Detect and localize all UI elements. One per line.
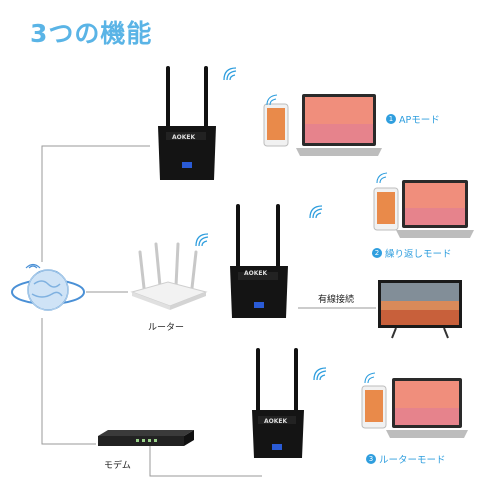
mode-label: 繰り返しモード: [385, 249, 452, 260]
mode-label: APモード: [399, 115, 440, 126]
modem-label: モデム: [104, 461, 131, 471]
wired-label: 有線接続: [318, 295, 355, 305]
wifi-signal-icon: [376, 172, 388, 184]
repeater-icon: [252, 348, 304, 458]
phone-icon: [373, 187, 399, 231]
laptop-icon: [396, 180, 474, 238]
repeater-icon: [230, 204, 288, 318]
modem-icon: [98, 430, 194, 446]
repeater-icon: [158, 66, 216, 180]
router-label: ルーター: [148, 323, 185, 333]
mode-number: 2: [372, 248, 382, 258]
laptop-icon: [386, 378, 468, 438]
page-title: 3つの機能: [30, 19, 153, 48]
mode-label: ルーターモード: [379, 455, 446, 466]
device-brand: AOKEK: [172, 134, 196, 141]
phone-icon: [263, 103, 289, 147]
wifi-signal-icon: [313, 367, 327, 381]
tv-icon: [378, 280, 462, 339]
globe-icon: [11, 269, 85, 311]
wifi-signal-icon: [195, 233, 209, 247]
wifi-signal-icon: [223, 67, 237, 81]
wifi-signal-icon: [364, 372, 376, 384]
wifi-signal-icon: [309, 205, 323, 219]
device-brand: AOKEK: [264, 418, 288, 425]
device-brand: AOKEK: [244, 270, 268, 277]
wifi-signal-icon: [266, 94, 278, 106]
wifi-signal-icon: [25, 263, 41, 269]
laptop-icon: [296, 94, 382, 156]
mode-number: 3: [366, 454, 376, 464]
phone-icon: [361, 385, 387, 429]
mode-number: 1: [386, 114, 396, 124]
router-icon: [130, 242, 208, 310]
